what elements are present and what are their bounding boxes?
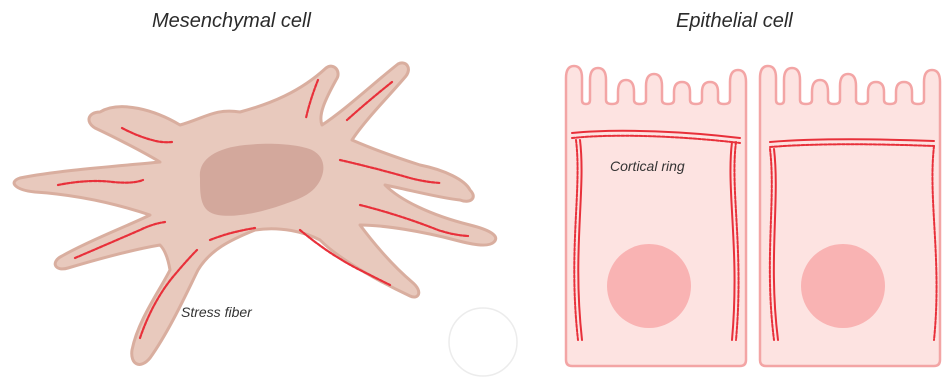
cortical-ring-label: Cortical ring [610, 158, 685, 174]
epithelial-nucleus-right [801, 244, 885, 328]
mesenchymal-cell-body [14, 63, 496, 364]
epithelial-nucleus-left [607, 244, 691, 328]
epithelial-cells: Cortical ring [566, 66, 940, 366]
mesenchymal-cell: Stress fiber [14, 63, 496, 364]
background-circle [449, 308, 517, 376]
stress-fiber-label: Stress fiber [181, 304, 253, 320]
